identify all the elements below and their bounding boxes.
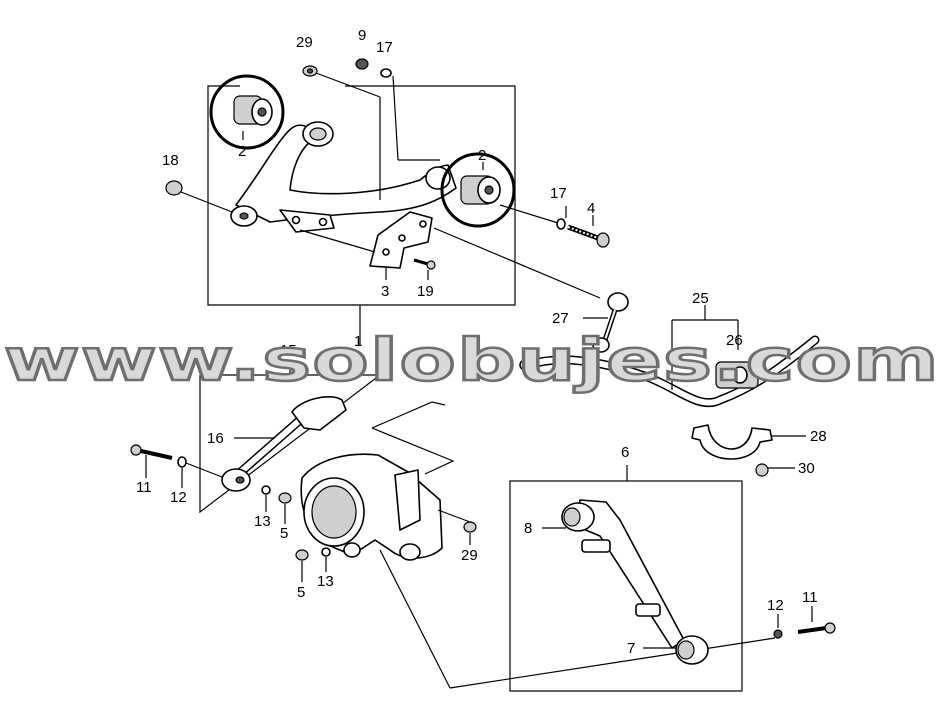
group-frame-lower-arm xyxy=(509,465,743,692)
callout-8: 8 xyxy=(524,520,532,537)
washer-13-upper xyxy=(261,485,271,512)
callout-11: 11 xyxy=(136,479,152,496)
callout-2: 2 xyxy=(238,143,246,160)
callout-13: 13 xyxy=(317,573,334,590)
callout-15: 15 xyxy=(280,342,297,359)
nut-29-right xyxy=(437,509,477,545)
callout-17: 17 xyxy=(550,185,567,202)
bolt-30 xyxy=(755,463,795,477)
group-frame-upper-arm xyxy=(207,85,516,345)
watermark-text: www.solobujes.com xyxy=(4,326,940,394)
leader-knuckle-lower xyxy=(379,549,451,689)
callout-labels: 29 9 17 18 2 2 17 4 3 19 1 25 27 26 15 1… xyxy=(136,27,827,657)
callout-4: 4 xyxy=(587,200,595,217)
bolt-4 xyxy=(567,224,610,248)
callout-18: 18 xyxy=(162,152,179,169)
bushing-2-left xyxy=(209,74,285,150)
callout-3: 3 xyxy=(381,283,389,300)
lower-control-arm xyxy=(542,499,709,665)
bolt-11-left xyxy=(130,444,223,478)
callout-12: 12 xyxy=(170,489,187,506)
bolt-19 xyxy=(413,258,436,270)
stabilizer-link-27 xyxy=(583,292,629,353)
callout-12: 12 xyxy=(767,597,784,614)
callout-6: 6 xyxy=(621,444,629,461)
callout-7: 7 xyxy=(627,640,635,657)
nut-9 xyxy=(355,58,369,70)
callout-29: 29 xyxy=(296,34,313,51)
bolt-11-right xyxy=(797,606,836,634)
nut-18 xyxy=(165,180,183,196)
nut-5-upper xyxy=(278,492,292,524)
callout-5: 5 xyxy=(280,525,288,542)
stabilizer-bar xyxy=(519,305,820,408)
washer-12-right xyxy=(773,614,783,639)
stabilizer-bushing-26 xyxy=(715,361,759,389)
callout-9: 9 xyxy=(358,27,366,44)
callout-17: 17 xyxy=(376,39,393,56)
group-frame-knuckle xyxy=(371,401,455,475)
callout-29: 29 xyxy=(461,547,478,564)
callout-2: 2 xyxy=(478,147,486,164)
knuckle-assembly xyxy=(300,453,443,561)
callout-25: 25 xyxy=(692,290,709,307)
callout-16: 16 xyxy=(207,430,224,447)
rear-link-16 xyxy=(221,362,347,492)
callout-1: 1 xyxy=(354,333,362,350)
clamp-28 xyxy=(691,424,806,460)
callout-11: 11 xyxy=(802,589,818,606)
washer-12-left xyxy=(177,456,187,488)
upper-control-arm xyxy=(230,121,457,233)
callout-19: 19 xyxy=(417,283,434,300)
callout-5: 5 xyxy=(297,584,305,601)
leader-lower-arm xyxy=(449,637,776,689)
washer-17-top xyxy=(380,68,392,78)
bracket-part-3 xyxy=(369,211,433,269)
callout-13: 13 xyxy=(254,513,271,530)
washer-13-lower xyxy=(321,547,331,572)
callout-27: 27 xyxy=(552,310,569,327)
nut-5-lower xyxy=(295,549,309,582)
callout-26: 26 xyxy=(726,332,743,349)
leader-lines-upper xyxy=(180,72,601,299)
callout-28: 28 xyxy=(810,428,827,445)
bushing-2-right xyxy=(440,152,516,228)
nut-29-top xyxy=(302,65,318,77)
callout-30: 30 xyxy=(798,460,815,477)
group-frame-rear-link xyxy=(199,374,382,514)
washer-17-right xyxy=(556,218,566,230)
